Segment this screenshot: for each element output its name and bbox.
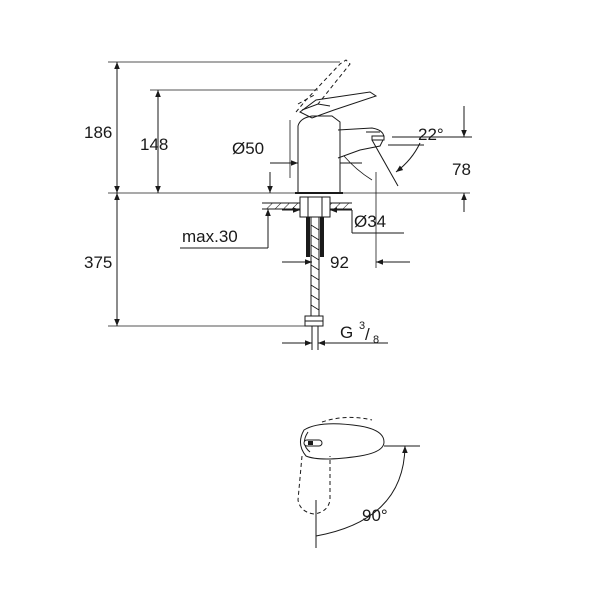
dim-22-label: 22° (418, 125, 444, 144)
thread-letter: G (340, 323, 353, 342)
dimension-375: 375 (84, 193, 120, 326)
dim-375-label: 375 (84, 253, 112, 272)
dimension-o34: Ø34 (282, 207, 404, 234)
dimension-78: 78 (392, 106, 472, 212)
thread-denominator: 8 (373, 334, 379, 346)
dim-186-label: 186 (84, 123, 112, 142)
dim-o34-label: Ø34 (354, 212, 386, 231)
thread-slash: / (365, 325, 370, 344)
dimension-22-angle: 22° (371, 125, 444, 187)
dimension-148: 148 (140, 90, 168, 193)
dim-90-label: 90° (362, 506, 388, 525)
dim-92-label: 92 (330, 253, 349, 272)
dim-78-label: 78 (452, 160, 471, 179)
mounting-assembly (299, 196, 331, 350)
dimension-186: 186 (84, 62, 120, 193)
dimension-thread: G 3 / 8 (282, 320, 388, 346)
faucet-top-view: 90° (297, 416, 420, 548)
dim-148-label: 148 (140, 135, 168, 154)
dim-max30-label: max.30 (182, 227, 238, 246)
faucet-body (295, 59, 385, 194)
dimension-92: 92 (282, 253, 410, 272)
dim-o50-label: Ø50 (232, 139, 264, 158)
thread-numerator: 3 (359, 320, 365, 332)
dimension-o50: Ø50 (232, 139, 362, 193)
dimension-max30: max.30 (180, 209, 271, 249)
extension-lines (108, 61, 470, 327)
